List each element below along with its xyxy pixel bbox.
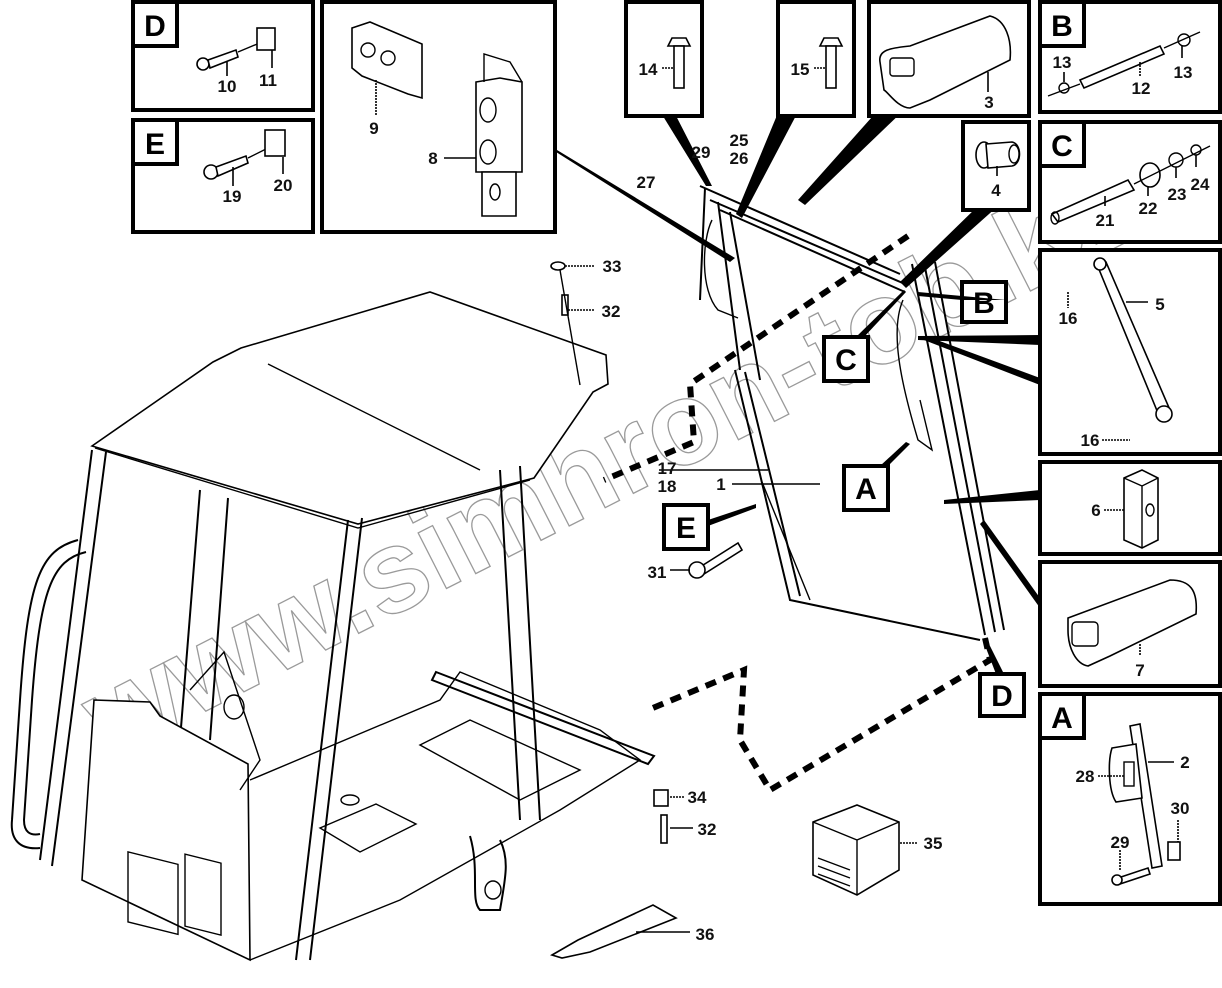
part-label: 14 bbox=[639, 60, 658, 79]
panel-D-letter: D bbox=[144, 10, 166, 43]
part-label: 31 bbox=[648, 563, 667, 582]
part-label: 16 bbox=[1081, 431, 1100, 450]
part-label: 5 bbox=[1155, 295, 1164, 314]
part-label: 21 bbox=[1096, 211, 1115, 230]
panel-C-letter: C bbox=[1051, 130, 1073, 163]
svg-text:C: C bbox=[835, 344, 857, 377]
loose-hardware bbox=[549, 261, 918, 959]
panel-E bbox=[131, 118, 315, 234]
part-label: 1 bbox=[716, 475, 725, 494]
part-label: 9 bbox=[369, 119, 378, 138]
part-label: 35 bbox=[924, 834, 943, 853]
part-label: 33 bbox=[603, 257, 622, 276]
panel-leaders bbox=[545, 108, 1040, 608]
panel-A bbox=[1038, 692, 1222, 906]
part-label: 17 bbox=[658, 459, 677, 478]
callout-tag-B[interactable]: B bbox=[960, 280, 1008, 324]
part-label: 6 bbox=[1091, 501, 1100, 520]
part-label: 13 bbox=[1053, 53, 1072, 72]
part-label: 29 bbox=[692, 143, 711, 162]
svg-text:B: B bbox=[973, 287, 995, 320]
panel-block-6 bbox=[1038, 460, 1222, 556]
part-label: 22 bbox=[1139, 199, 1158, 218]
svg-text:A: A bbox=[855, 473, 877, 506]
part-label: 32 bbox=[698, 820, 717, 839]
panel-seal-3 bbox=[867, 0, 1031, 118]
panel-bolt-15 bbox=[776, 0, 856, 118]
part-label: 27 bbox=[637, 173, 656, 192]
svg-text:E: E bbox=[676, 512, 696, 545]
panel-D bbox=[131, 0, 315, 112]
part-label: 32 bbox=[602, 302, 621, 321]
panel-strut-5 bbox=[1038, 248, 1222, 456]
part-label: 18 bbox=[658, 477, 677, 496]
part-label: 30 bbox=[1171, 799, 1190, 818]
svg-text:D: D bbox=[991, 680, 1013, 713]
panel-C bbox=[1038, 120, 1222, 244]
part-label: 13 bbox=[1174, 63, 1193, 82]
part-label: 28 bbox=[1076, 767, 1095, 786]
part-label: 10 bbox=[218, 77, 237, 96]
callout-tag-A[interactable]: A bbox=[842, 464, 890, 512]
part-label: 26 bbox=[730, 149, 749, 168]
part-label: 19 bbox=[223, 187, 242, 206]
part-label: 12 bbox=[1132, 79, 1151, 98]
part-label: 4 bbox=[991, 181, 1001, 200]
tag-leaders bbox=[659, 290, 1006, 674]
part-label: 20 bbox=[274, 176, 293, 195]
panel-B-letter: B bbox=[1051, 10, 1073, 43]
part-label: 25 bbox=[730, 131, 749, 150]
part-labels: 10 11 19 20 9 8 14 15 3 13 12 13 4 21 22… bbox=[218, 53, 1210, 944]
part-label: 15 bbox=[791, 60, 810, 79]
part-label: 3 bbox=[984, 93, 993, 112]
panel-B bbox=[1038, 0, 1222, 114]
part-label: 7 bbox=[1135, 661, 1144, 680]
panel-bush-4 bbox=[961, 120, 1031, 212]
panel-seal-7 bbox=[1038, 560, 1222, 688]
part-label: 36 bbox=[696, 925, 715, 944]
part-label: 34 bbox=[688, 788, 707, 807]
panel-A-letter: A bbox=[1051, 702, 1073, 735]
part-label: 2 bbox=[1180, 753, 1189, 772]
part-label: 11 bbox=[259, 71, 277, 90]
part-label: 29 bbox=[1111, 833, 1130, 852]
callout-tag-E[interactable]: E bbox=[662, 503, 710, 551]
cab-body bbox=[10, 291, 656, 962]
panel-hinge bbox=[320, 0, 557, 234]
callout-tag-C[interactable]: C bbox=[822, 335, 870, 383]
door-assembly bbox=[602, 185, 1005, 795]
panel-E-letter: E bbox=[145, 128, 165, 161]
callout-tag-D[interactable]: D bbox=[978, 672, 1026, 718]
part-label: 24 bbox=[1191, 175, 1210, 194]
part-label: 16 bbox=[1059, 309, 1078, 328]
panel-bolt-14 bbox=[624, 0, 704, 118]
part-label: 23 bbox=[1168, 185, 1187, 204]
part-label: 8 bbox=[428, 149, 437, 168]
